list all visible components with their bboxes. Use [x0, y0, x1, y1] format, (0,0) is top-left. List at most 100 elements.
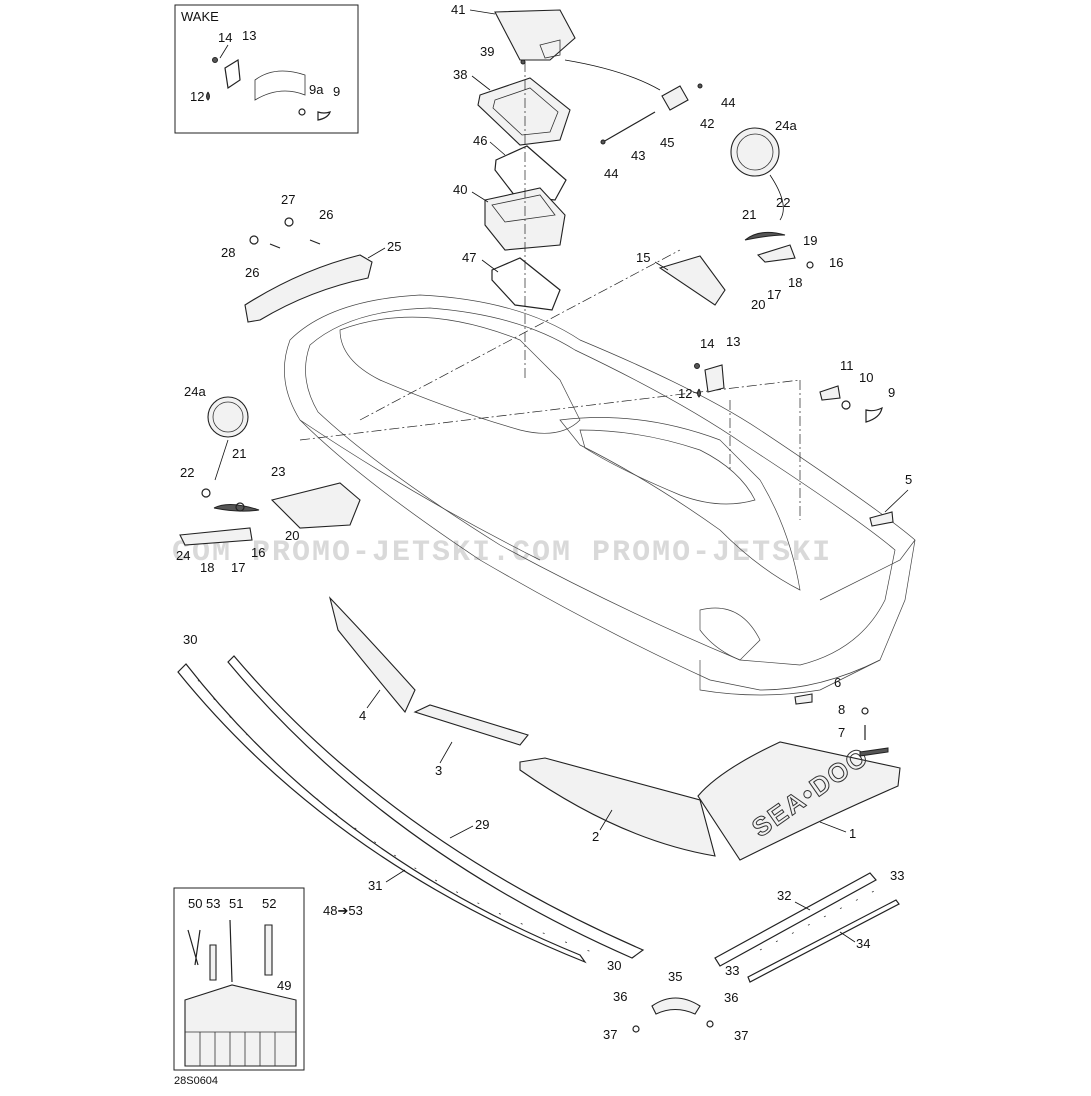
- part-6-decal: [794, 693, 813, 705]
- callout-24a-top: 24a: [775, 118, 797, 133]
- tool-label-49: 49: [277, 978, 291, 993]
- callout-16-top: 16: [829, 255, 843, 270]
- wake-label-12: 12: [190, 89, 204, 104]
- callout-46: 46: [473, 133, 487, 148]
- decal-panels: SEA•DOO: [328, 596, 901, 861]
- tool-pouch-pockets: [185, 1031, 296, 1066]
- callout-19: 19: [803, 233, 817, 248]
- screwdriver-icon: [209, 944, 217, 981]
- callout-32: 32: [777, 888, 791, 903]
- leader-25: [367, 247, 386, 259]
- part-44-pin-top: [697, 83, 703, 89]
- wake-drop-icon: [206, 91, 210, 101]
- callout-33-bottom: 33: [725, 963, 739, 978]
- part-8-cap: [861, 707, 869, 715]
- tool-label-50: 50: [188, 896, 202, 911]
- callout-3: 3: [435, 763, 442, 778]
- wake-inset-frame: [174, 4, 359, 134]
- part-49-tool-pouch: [184, 984, 297, 1067]
- tool-label-52: 52: [262, 896, 276, 911]
- leader-47: [481, 259, 499, 273]
- callout-33-top: 33: [890, 868, 904, 883]
- part-28-nut: [249, 235, 259, 245]
- part-29-rail: [227, 655, 645, 959]
- callout-41: 41: [451, 2, 465, 17]
- part-24a-gauge-right: [730, 127, 780, 177]
- pliers-icon: [187, 929, 201, 966]
- leader-46: [489, 141, 506, 156]
- part-24-cover: [179, 527, 253, 546]
- callout-26-bottom: 26: [245, 265, 259, 280]
- callout-16-left: 16: [251, 545, 265, 560]
- leader-32: [794, 901, 811, 911]
- callout-15: 15: [636, 250, 650, 265]
- rail-group: [177, 655, 900, 1033]
- tow-eye-group: [694, 363, 883, 423]
- part-4-decal: [328, 596, 416, 714]
- callout-11: 11: [840, 358, 854, 373]
- callout-42: 42: [700, 116, 714, 131]
- bow-eye-outline: [699, 607, 761, 661]
- part-7-strip: [859, 747, 889, 757]
- part-42-latch: [661, 85, 689, 111]
- wrench-icon: [229, 919, 233, 983]
- callout-40: 40: [453, 182, 467, 197]
- part-23-housing: [270, 482, 361, 529]
- callout-18-left: 18: [200, 560, 214, 575]
- callout-24a-left: 24a: [184, 384, 206, 399]
- part-12-drop-icon: [697, 388, 701, 398]
- leader-3: [439, 741, 453, 764]
- chine-line: [299, 419, 541, 561]
- part-44-pin-bottom: [600, 139, 606, 145]
- leader-34: [839, 931, 856, 943]
- tool-kit-frame: [173, 887, 305, 1071]
- part-24a-gauge-left: [207, 396, 249, 438]
- part-27-nut: [284, 217, 294, 227]
- latch-to-bin-leader: [564, 59, 661, 91]
- part-22-cap-left: [201, 488, 211, 498]
- part-19-cover: [756, 244, 796, 263]
- part-13-bracket: [704, 364, 725, 393]
- part-41-latch: [539, 39, 561, 59]
- callout-4: 4: [359, 708, 366, 723]
- leader-31: [385, 869, 406, 883]
- part-10-washer: [841, 400, 851, 410]
- part-11-plate: [819, 385, 841, 401]
- grab-handle-group: [244, 217, 373, 323]
- callout-47: 47: [462, 250, 476, 265]
- part-47-seal: [491, 257, 561, 311]
- wake-label-14: 14: [218, 30, 232, 45]
- wake-washer-part: [298, 108, 306, 116]
- wake-hull-fragment: [254, 70, 306, 101]
- callout-37-right: 37: [734, 1028, 748, 1043]
- callout-17-left: 17: [231, 560, 245, 575]
- part-38-frame: [477, 77, 571, 146]
- wake-label-13: 13: [242, 28, 256, 43]
- callout-6: 6: [834, 675, 841, 690]
- callout-39: 39: [480, 44, 494, 59]
- callout-2: 2: [592, 829, 599, 844]
- right-mirror-group: [658, 127, 814, 306]
- callout-36-right: 36: [724, 990, 738, 1005]
- callout-38: 38: [453, 67, 467, 82]
- watermark-text: COM PROMO-JETSKI.COM PROMO-JETSKI: [172, 536, 832, 570]
- leader-5: [884, 489, 909, 513]
- part-26-screw-bottom: [269, 243, 281, 249]
- part-26-screw-top: [309, 239, 321, 245]
- tool-label-51: 51: [229, 896, 243, 911]
- leader-2: [599, 809, 613, 831]
- callout-20-left: 20: [285, 528, 299, 543]
- part-24a-gauge-right-inner: [736, 133, 774, 171]
- callout-9: 9: [888, 385, 895, 400]
- callout-36-left: 36: [613, 989, 627, 1004]
- callout-24-left: 24: [176, 548, 190, 563]
- deck-recess-outline: [579, 429, 756, 505]
- callout-22-top: 22: [776, 195, 790, 210]
- part-34-rail: [747, 899, 900, 983]
- part-35-end-cap: [651, 997, 701, 1015]
- left-mirror-group: [179, 396, 361, 546]
- wake-label-9a: 9a: [309, 82, 324, 97]
- callout-10: 10: [859, 370, 873, 385]
- spark-plug-socket-icon: [264, 924, 273, 976]
